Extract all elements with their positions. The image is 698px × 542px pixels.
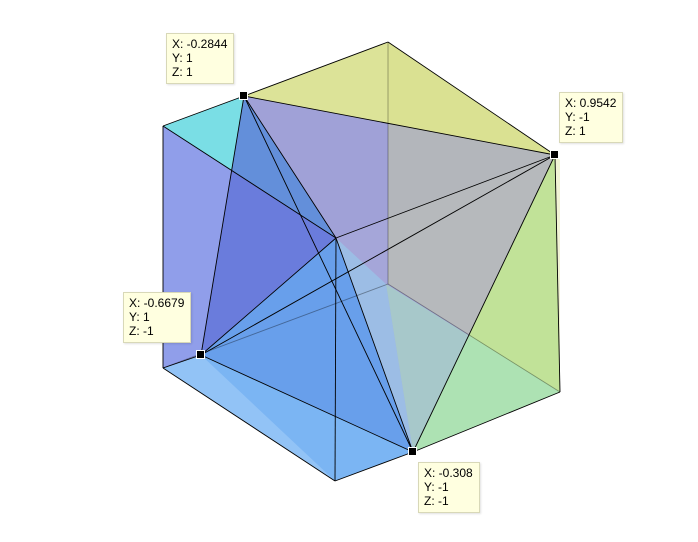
datatip-x: X: -0.2844 bbox=[172, 37, 228, 51]
edge bbox=[387, 283, 561, 393]
datatip-z: Z: -1 bbox=[424, 494, 449, 508]
face-center-purple[interactable] bbox=[244, 96, 555, 238]
face-bottom-lightblue[interactable] bbox=[163, 355, 413, 481]
face-top-yellow[interactable] bbox=[244, 42, 555, 155]
edge bbox=[243, 95, 556, 156]
datatip-2[interactable]: X: 0.9542 Y: -1 Z: 1 bbox=[559, 92, 624, 143]
edge bbox=[200, 237, 337, 356]
edge bbox=[412, 391, 561, 453]
patch-edges bbox=[162, 41, 561, 482]
datatip-x: X: 0.9542 bbox=[565, 96, 617, 110]
edge bbox=[334, 451, 414, 482]
datatip-4[interactable]: X: -0.308 Y: -1 Z: -1 bbox=[418, 462, 480, 513]
edge bbox=[162, 125, 337, 239]
edge bbox=[412, 154, 556, 453]
datatip-y: Y: 1 bbox=[129, 310, 150, 324]
edge bbox=[162, 367, 336, 482]
datatip-x: X: -0.6679 bbox=[129, 296, 185, 310]
datatip-1[interactable]: X: -0.2844 Y: 1 Z: 1 bbox=[166, 33, 235, 84]
datatip-z: Z: 1 bbox=[565, 124, 586, 138]
datatip-y: Y: 1 bbox=[172, 51, 193, 65]
datatip-marker-3[interactable] bbox=[196, 350, 205, 359]
edge bbox=[162, 95, 245, 127]
edge bbox=[243, 95, 414, 453]
edge bbox=[162, 354, 202, 369]
face-left-indigo[interactable] bbox=[201, 96, 336, 355]
datatip-x: X: -0.308 bbox=[424, 466, 473, 480]
datatip-y: Y: -1 bbox=[565, 110, 590, 124]
datatip-z: Z: 1 bbox=[172, 65, 193, 79]
edge bbox=[243, 41, 389, 97]
edge bbox=[335, 154, 556, 239]
edge bbox=[387, 41, 556, 156]
edge bbox=[554, 154, 561, 393]
edge bbox=[200, 154, 556, 356]
edge bbox=[200, 354, 414, 453]
datatip-marker-1[interactable] bbox=[239, 91, 248, 100]
datatip-y: Y: -1 bbox=[424, 480, 449, 494]
edge bbox=[243, 95, 337, 239]
edge bbox=[200, 95, 245, 356]
datatip-marker-4[interactable] bbox=[408, 447, 417, 456]
edge bbox=[335, 237, 414, 453]
face-front-blue[interactable] bbox=[201, 238, 413, 481]
datatip-marker-2[interactable] bbox=[550, 150, 559, 159]
datatip-3[interactable]: X: -0.6679 Y: 1 Z: -1 bbox=[123, 292, 192, 343]
datatip-z: Z: -1 bbox=[129, 324, 154, 338]
face-right-mint[interactable] bbox=[386, 284, 560, 452]
